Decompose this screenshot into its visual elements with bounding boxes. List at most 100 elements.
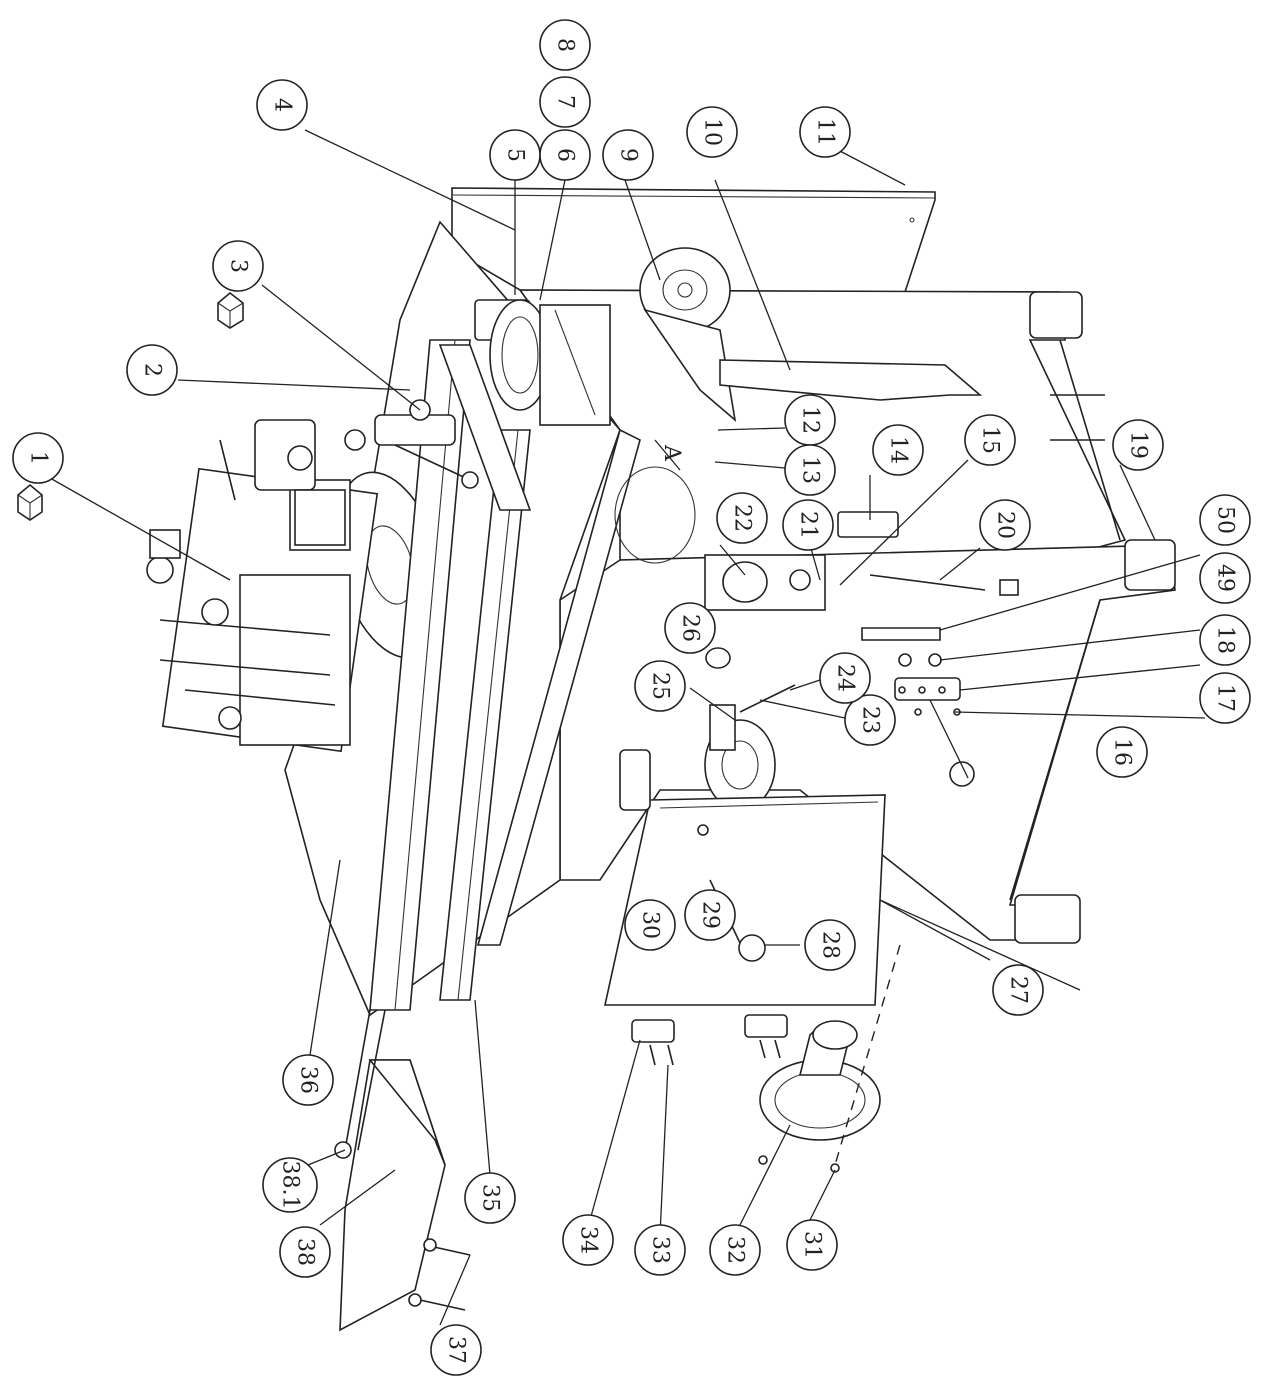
callout-10: 10 xyxy=(686,106,738,158)
callout-label: 20 xyxy=(993,511,1018,539)
callout-33: 33 xyxy=(634,1224,686,1276)
leg-top-right xyxy=(1029,291,1083,339)
leader-lines xyxy=(49,129,1206,1326)
callout-label: 4 xyxy=(270,98,295,112)
callout-23: 23 xyxy=(844,694,896,746)
callout-label: 25 xyxy=(648,672,673,700)
callout-label: 34 xyxy=(576,1226,601,1254)
callout-label: 13 xyxy=(798,456,823,484)
callout-label: 49 xyxy=(1213,564,1238,592)
callout-label: 27 xyxy=(1006,976,1031,1004)
callout-label: 23 xyxy=(858,706,883,734)
callout-label: 14 xyxy=(886,436,911,464)
callout-label: 32 xyxy=(723,1236,748,1264)
callout-24: 24 xyxy=(819,652,871,704)
callout-label: 30 xyxy=(638,911,663,939)
extension-table xyxy=(334,1009,446,1332)
bracket-plate-50 xyxy=(861,627,941,641)
callout-label: 17 xyxy=(1213,684,1238,712)
callout-label: 50 xyxy=(1213,506,1238,534)
lever xyxy=(719,359,983,401)
callout-38-1: 38.1 xyxy=(262,1157,318,1213)
callout-37: 37 xyxy=(430,1324,482,1376)
callout-25: 25 xyxy=(634,660,686,712)
callout-label: 12 xyxy=(798,406,823,434)
callout-label: 21 xyxy=(796,511,821,539)
callout-1: 1 xyxy=(12,432,64,484)
callout-14: 14 xyxy=(872,424,924,476)
long-rail-outer xyxy=(369,339,471,1011)
callout-27: 27 xyxy=(992,964,1044,1016)
machine-drawing: A xyxy=(17,187,1176,1332)
callout-label: 38 xyxy=(293,1238,318,1266)
callout-label: 15 xyxy=(978,426,1003,454)
callout-20: 20 xyxy=(979,499,1031,551)
callout-label: 16 xyxy=(1110,738,1135,766)
callout-label: 22 xyxy=(730,504,755,532)
callout-7: 7 xyxy=(539,76,591,128)
callout-label: 38.1 xyxy=(278,1161,303,1210)
callout-label: 29 xyxy=(698,901,723,929)
callout-label: 18 xyxy=(1213,626,1238,654)
leg-right xyxy=(1124,539,1176,591)
cube-part-1 xyxy=(17,483,43,521)
callout-34: 34 xyxy=(562,1214,614,1266)
callout-5: 5 xyxy=(489,129,541,181)
callout-label: 35 xyxy=(478,1184,503,1212)
callout-32: 32 xyxy=(709,1224,761,1276)
callout-label: 26 xyxy=(678,614,703,642)
handwheel-upper xyxy=(639,247,737,423)
callout-21: 21 xyxy=(782,499,834,551)
callout-29: 29 xyxy=(684,889,736,941)
callout-label: 37 xyxy=(444,1336,469,1364)
callout-28: 28 xyxy=(804,919,856,971)
callout-2: 2 xyxy=(126,344,178,396)
leg-bottom-right xyxy=(1014,894,1081,944)
callout-38: 38 xyxy=(279,1226,331,1278)
callout-13: 13 xyxy=(784,444,836,496)
callout-label: 24 xyxy=(833,664,858,692)
callout-12: 12 xyxy=(784,394,836,446)
callout-50: 50 xyxy=(1199,494,1251,546)
callout-label: 10 xyxy=(700,118,725,146)
callout-label: 1 xyxy=(26,451,51,465)
sliding-carriage xyxy=(146,419,379,753)
callout-8: 8 xyxy=(539,19,591,71)
bracket-plate-17 xyxy=(894,677,961,701)
detail-a-label: A xyxy=(659,444,684,462)
callout-6: 6 xyxy=(539,129,591,181)
detail-a-circle xyxy=(614,466,696,564)
hinge-left xyxy=(631,1019,675,1043)
handwheel-lower xyxy=(704,647,796,821)
rail-35 xyxy=(476,428,641,946)
door-knob xyxy=(738,934,766,962)
callout-26: 26 xyxy=(664,602,716,654)
callout-9: 9 xyxy=(602,129,654,181)
callout-label: 31 xyxy=(800,1231,825,1259)
clamp-assembly xyxy=(344,399,479,489)
callout-4: 4 xyxy=(256,79,308,131)
dust-port xyxy=(759,1020,881,1141)
hinge-right xyxy=(744,1014,788,1038)
callout-30: 30 xyxy=(624,899,676,951)
callout-label: 7 xyxy=(553,95,578,109)
callout-label: 8 xyxy=(553,38,578,52)
knob-16 xyxy=(949,761,975,787)
callout-18: 18 xyxy=(1199,614,1251,666)
callout-label: 9 xyxy=(616,148,641,162)
callout-label: 3 xyxy=(226,259,251,273)
callout-19: 19 xyxy=(1112,419,1164,471)
callout-label: 2 xyxy=(140,363,165,377)
callout-label: 36 xyxy=(296,1066,321,1094)
callout-36: 36 xyxy=(282,1054,334,1106)
callout-31: 31 xyxy=(786,1219,838,1271)
callout-15: 15 xyxy=(964,414,1016,466)
callout-label: 28 xyxy=(818,931,843,959)
cube-part-3 xyxy=(217,291,244,329)
fence-bar xyxy=(438,344,532,511)
motor-box xyxy=(704,554,826,611)
callout-49: 49 xyxy=(1199,552,1251,604)
power-cord xyxy=(869,574,986,591)
